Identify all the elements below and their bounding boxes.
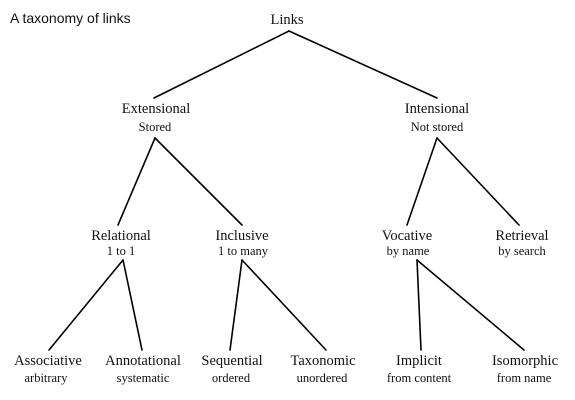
node-associative: Associative arbitrary [14, 353, 82, 385]
node-vocative: Vocative by name [382, 228, 432, 258]
node-sublabel-1-to-many: 1 to many [218, 244, 269, 258]
node-label-links: Links [270, 12, 303, 28]
node-label-annotational: Annotational [105, 353, 181, 369]
edge-intensional-retrieval [436, 137, 520, 226]
node-retrieval: Retrieval by search [495, 228, 548, 258]
tree-edges [48, 30, 525, 351]
node-label-vocative: Vocative [382, 228, 432, 244]
edge-relational-annotational [122, 259, 143, 351]
edge-inclusive-sequential [229, 259, 243, 351]
node-label-inclusive: Inclusive [215, 228, 268, 244]
node-sublabel-systematic: systematic [117, 371, 170, 385]
edge-extensional-relational [117, 137, 156, 226]
node-label-sequential: Sequential [201, 353, 262, 369]
node-sublabel-from-name: from name [497, 371, 552, 385]
node-implicit: Implicit from content [387, 353, 452, 385]
node-sublabel-by-name: by name [387, 244, 430, 258]
node-annotational: Annotational systematic [105, 353, 181, 385]
edge-inclusive-taxonomic [241, 259, 327, 351]
node-label-associative: Associative [14, 353, 82, 369]
node-sequential: Sequential ordered [201, 353, 262, 385]
edge-intensional-vocative [406, 137, 438, 226]
diagram-caption: A taxonomy of links [10, 10, 131, 26]
node-sublabel-by-search: by search [498, 244, 546, 258]
edge-relational-associative [48, 259, 124, 351]
node-sublabel-unordered: unordered [297, 371, 348, 385]
node-sublabel-from-content: from content [387, 371, 452, 385]
edge-links-extensional [153, 30, 290, 99]
node-taxonomic: Taxonomic unordered [290, 353, 355, 385]
node-extensional: Extensional Stored [122, 101, 190, 134]
node-sublabel-ordered: ordered [212, 371, 251, 385]
node-inclusive: Inclusive 1 to many [215, 228, 268, 258]
node-label-extensional: Extensional [122, 101, 190, 117]
node-isomorphic: Isomorphic from name [492, 353, 558, 385]
node-label-relational: Relational [91, 228, 151, 244]
node-sublabel-not-stored: Not stored [411, 120, 464, 134]
node-intensional: Intensional Not stored [405, 101, 469, 134]
node-label-taxonomic: Taxonomic [290, 353, 355, 369]
edge-extensional-inclusive [154, 137, 243, 226]
edge-vocative-implicit [416, 259, 422, 351]
edge-vocative-isomorphic [416, 259, 525, 351]
node-label-intensional: Intensional [405, 101, 469, 117]
node-sublabel-1-to-1: 1 to 1 [107, 244, 135, 258]
node-relational: Relational 1 to 1 [91, 228, 151, 258]
node-sublabel-stored: Stored [139, 120, 172, 134]
node-label-isomorphic: Isomorphic [492, 353, 558, 369]
node-sublabel-arbitrary: arbitrary [24, 371, 68, 385]
node-root: Links [270, 12, 303, 28]
node-label-implicit: Implicit [396, 353, 442, 369]
edge-links-intensional [288, 30, 438, 99]
node-label-retrieval: Retrieval [495, 228, 548, 244]
